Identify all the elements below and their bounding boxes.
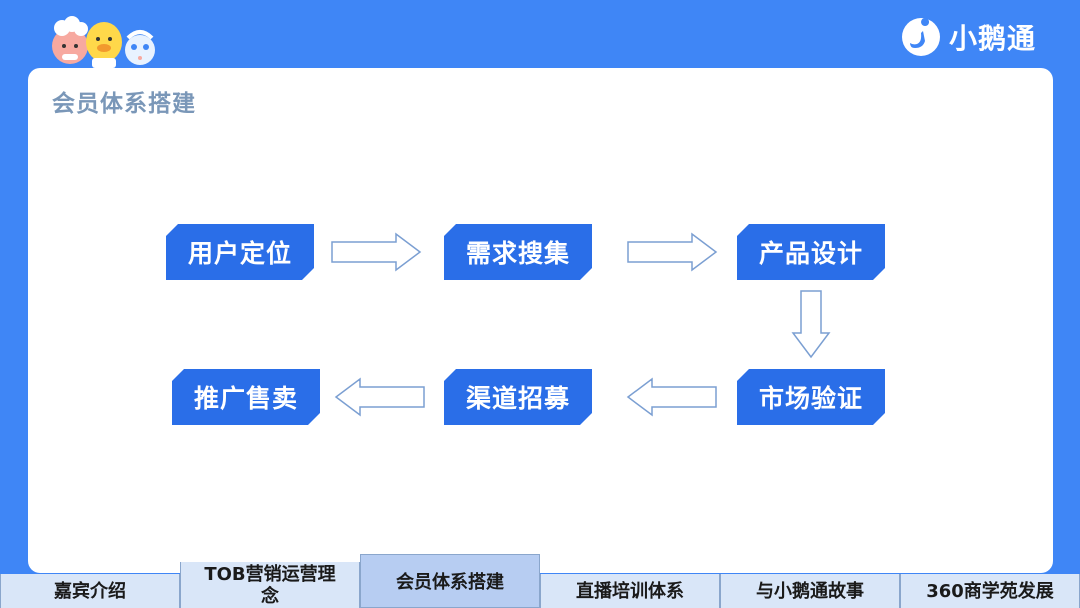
tab-guest-intro[interactable]: 嘉宾介绍 [0,574,180,608]
content-panel: 会员体系搭建 用户定位 需求搜集 产品设计 市场验证 渠道招募 推广售卖 [28,68,1053,573]
tab-membership-system[interactable]: 会员体系搭建 [360,554,540,608]
tab-live-training[interactable]: 直播培训体系 [540,574,720,608]
arrow-right-icon [627,232,718,272]
arrow-right-icon [331,232,422,272]
mascot-illustration [48,14,160,70]
tab-label: TOB营销运营理念 [204,564,336,607]
tab-label: 会员体系搭建 [396,572,504,593]
tab-label: 直播培训体系 [576,581,684,602]
arrow-left-icon [626,377,717,417]
page-title: 会员体系搭建 [52,91,196,117]
tab-label: 360商学苑发展 [926,581,1054,602]
tab-360-academy[interactable]: 360商学苑发展 [900,574,1080,608]
flow-node-user-positioning: 用户定位 [166,224,314,280]
brand-logo: 小鹅通 [901,16,1036,58]
flow-node-market-validation: 市场验证 [737,369,885,425]
goose-logo-icon [901,18,940,56]
tab-xiaoetong-story[interactable]: 与小鹅通故事 [720,574,900,608]
flow-node-product-design: 产品设计 [737,224,885,280]
logo-text: 小鹅通 [948,22,1036,55]
section-tab-bar: 嘉宾介绍 TOB营销运营理念 会员体系搭建 直播培训体系 与小鹅通故事 360商… [0,554,1080,608]
flow-node-promotion-sales: 推广售卖 [172,369,320,425]
tab-label: 嘉宾介绍 [54,581,126,602]
tab-label: 与小鹅通故事 [756,581,864,602]
flow-node-channel-recruitment: 渠道招募 [444,369,592,425]
arrow-down-icon [791,290,831,359]
arrow-left-icon [334,377,425,417]
tab-tob-marketing[interactable]: TOB营销运营理念 [180,562,360,608]
flow-node-demand-collection: 需求搜集 [444,224,592,280]
